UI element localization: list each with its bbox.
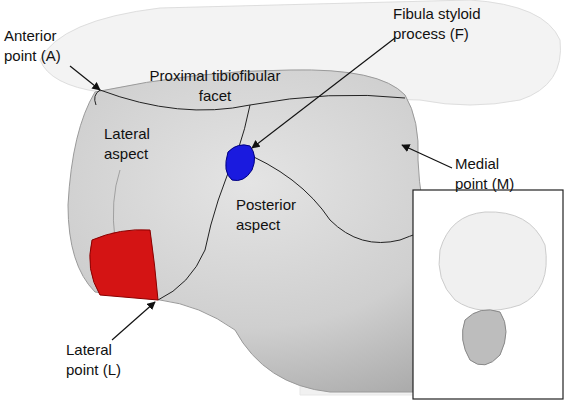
point-label: Medial point (M)	[455, 154, 530, 194]
point-label: Anterior point (A)	[4, 26, 84, 66]
point-label: Lateral point (L)	[66, 340, 138, 380]
region-label: Lateral aspect	[104, 124, 164, 164]
point-label: Fibula styloid process (F)	[393, 4, 503, 44]
region-label: Proximal tibiofibular facet	[145, 66, 285, 106]
region-label: Posterior aspect	[236, 195, 311, 235]
